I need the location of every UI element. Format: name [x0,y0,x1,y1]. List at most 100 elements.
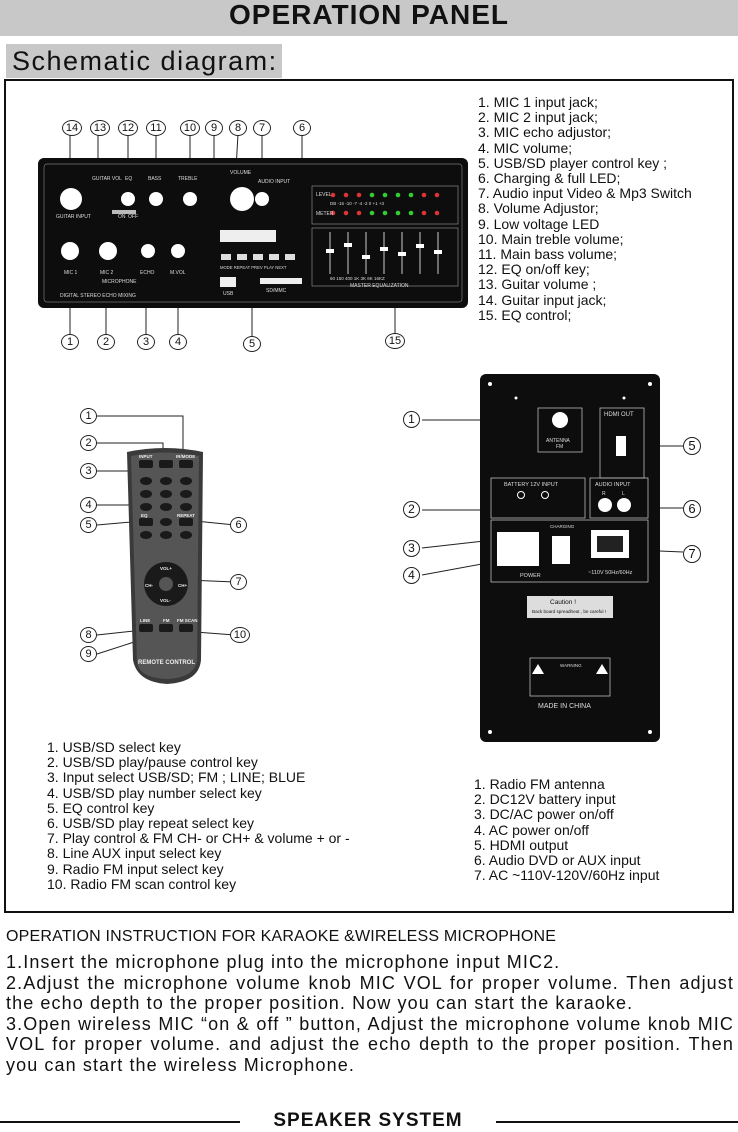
remote-fmscan-label: FM SCAN [177,618,198,623]
legend-item: 6. Charging & full LED; [478,170,621,187]
remote-brand-label: REMOTE CONTROL [138,660,195,666]
front-callout-5: 5 [243,336,261,352]
remote-callout-5: 5 [80,517,97,533]
legend-item: 2. MIC 2 input jack; [478,109,598,126]
remote-repeat-label: REPEAT [177,513,195,518]
remote-callout-9: 9 [80,646,97,662]
legend-item: 4. MIC volume; [478,139,573,156]
guitar-vol-label: GUITAR VOL [92,176,122,182]
legend-item: 15. EQ control; [478,306,572,323]
remote-line-label: LINE [140,618,150,623]
legend-item: 5. HDMI output [474,836,569,853]
off-label: OFF [128,214,138,220]
legend-item: 6. Audio DVD or AUX input [474,852,641,869]
instructions-title: OPERATION INSTRUCTION FOR KARAOKE &WIREL… [6,928,557,945]
legend-item: 9. Radio FM input select key [47,860,224,877]
legend-item: 3. DC/AC power on/off [474,806,614,823]
remote-eq-label: EQ [141,513,148,518]
legend-item: 4. USB/SD play number select key [47,784,262,801]
made-in-label: MADE IN CHINA [538,703,591,710]
legend-item: 6. USB/SD play repeat select key [47,815,254,832]
legend-item: 14. Guitar input jack; [478,291,607,308]
level-label: LEVEL [316,192,332,198]
volume-label: VOLUME [230,170,252,176]
rear-callout-5: 5 [683,437,701,455]
panel-footer-label: DIGITAL STEREO ECHO MIXING [60,293,136,299]
legend-item: 3. MIC echo adjustor; [478,124,612,141]
on-label: ON [118,214,126,220]
ac-spec-label: ~110V 50Hz/60Hz [588,570,633,576]
front-callout-6: 6 [293,120,311,136]
remote-irmode-label: IR/MODE [176,454,195,459]
instruction-step: 2.Adjust the microphone volume knob MIC … [6,972,734,1014]
remote-callout-3: 3 [80,463,97,479]
page-header: OPERATION PANEL [0,0,738,36]
front-callout-1: 1 [61,334,79,350]
front-callout-2: 2 [97,334,115,350]
legend-item: 3. Input select USB/SD; FM ; LINE; BLUE [47,769,306,786]
legend-item: 1. MIC 1 input jack; [478,94,598,110]
power-label: POWER [520,573,541,579]
rear-callout-3: 3 [403,540,420,557]
remote-fm-label: FM [163,618,170,623]
legend-item: 9. Low voltage LED [478,215,600,232]
legend-item: 2. USB/SD play/pause control key [47,754,258,771]
remote-callout-6: 6 [230,517,247,533]
meter-label: METER [316,211,334,217]
audio-input-label: AUDIO INPUT [258,179,290,185]
remote-chm-label: CH- [145,583,153,588]
hdmi-label: HDMI OUT [604,412,634,418]
bass-label: BASS [148,176,162,182]
remote-legend: 1. USB/SD select key 2. USB/SD play/paus… [47,739,350,892]
footer-title: SPEAKER SYSTEM [273,1110,463,1131]
front-callout-13: 13 [90,120,110,136]
schematic-title: Schematic diagram: [12,46,278,76]
legend-item: 12. EQ on/off key; [478,261,590,278]
legend-item: 13. Guitar volume ; [478,276,597,293]
legend-item: 5. EQ control key [47,799,155,816]
keys-label: MODE REPEAT PREV PLAY NEXT [220,265,287,270]
remote-chp-label: CH+ [178,583,187,588]
front-panel-diagram: GUITAR VOL EQ BASS TREBLE VOLUME AUDIO I… [38,133,468,338]
instructions-body: 1.Insert the microphone plug into the mi… [6,952,734,1075]
instruction-step: 1.Insert the microphone plug into the mi… [6,952,561,972]
remote-volm-label: VOL- [160,598,171,603]
db-scale-label: DB -15 -10 -7 -4 -2 0 +1 +3 [330,201,385,206]
schematic-frame [4,79,734,913]
legend-item: 10. Main treble volume; [478,230,624,247]
legend-item: 2. DC12V battery input [474,791,616,808]
rear-callout-4: 4 [403,567,420,584]
front-callout-4: 4 [169,334,187,350]
front-callout-3: 3 [137,334,155,350]
treble-label: TREBLE [178,176,198,182]
audio-r-label: R [602,491,606,497]
legend-item: 8. Volume Adjustor; [478,200,599,217]
legend-item: 1. USB/SD select key [47,739,181,755]
front-callout-15: 15 [385,333,405,349]
antenna-fm-label: FM [556,444,563,450]
caution-label: Caution ! [550,599,576,606]
eq-label: EQ [125,176,132,182]
warning-label: WARNING [560,663,582,668]
legend-item: 10. Radio FM scan control key [47,875,237,892]
antenna-label: ANTENNA [546,438,571,444]
page-title: OPERATION PANEL [229,0,509,30]
remote-diagram: INPUT IR/MODE EQ REPEAT VOL+ VOL- CH- CH… [96,415,236,684]
guitar-input-label: GUITAR INPUT [56,214,91,220]
front-callout-12: 12 [118,120,138,136]
remote-callout-8: 8 [80,627,97,643]
mvol-label: M.VOL [170,270,186,276]
rear-callout-7: 7 [683,545,701,563]
battery-label: BATTERY 12V INPUT [504,482,559,488]
remote-callout-2: 2 [80,435,97,451]
remote-volp-label: VOL+ [160,566,172,571]
legend-item: 1. Radio FM antenna [474,776,605,792]
legend-item: 7. Play control & FM CH- or CH+ & volume… [47,830,350,847]
sdmmc-label: SD/MMC [266,288,287,294]
legend-item: 7. Audio input Video & Mp3 Switch [478,185,692,202]
front-callout-11: 11 [146,120,166,136]
audio-l-label: L [622,491,625,497]
microphone-label: MICROPHONE [102,279,137,285]
legend-item: 8. Line AUX input select key [47,845,222,862]
instruction-step: 3.Open wireless MIC “on & off ” button, … [6,1013,734,1075]
